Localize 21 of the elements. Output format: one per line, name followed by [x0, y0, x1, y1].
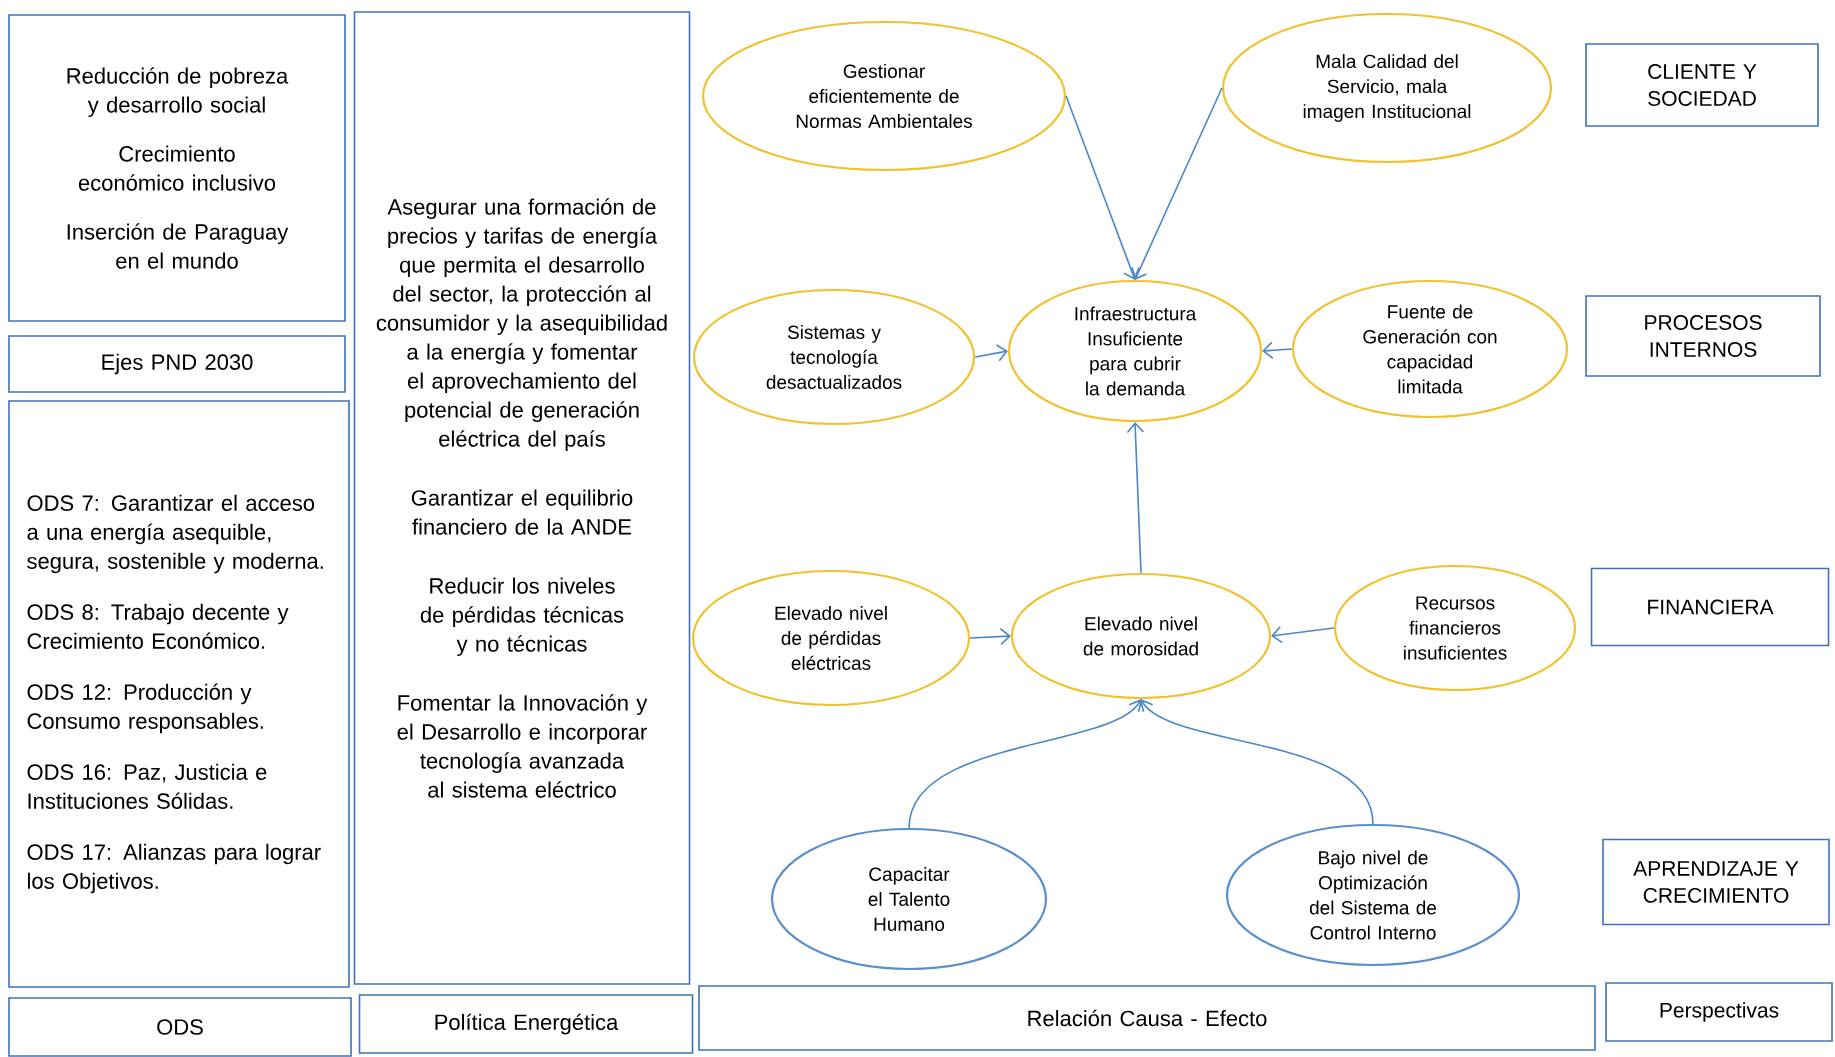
arrow — [1065, 95, 1140, 280]
perspective-box: FINANCIERA — [1590, 567, 1830, 647]
text-box: Reducción de pobreza y desarrollo social Crecimiento económico inclusivo Inserción de Paraguay en el mundo — [8, 14, 346, 322]
arrow — [1137, 699, 1374, 825]
perspective-box: CLIENTE Y SOCIEDAD — [1585, 43, 1819, 127]
label-box: ODS — [8, 997, 352, 1057]
arrow — [1126, 422, 1145, 574]
text-box: ODS 7: Garantizar el acceso a una energía asequible, segura, sostenible y moderna. ODS 8: Trabajo decente y Crecimiento Económico. ODS 12: Producción y Consumo responsables. ODS 16: Paz, Justicia e Instituciones Sólidas. ODS 17: Alianzas para lograr los Objetivos. — [8, 400, 350, 988]
label-box: Perspectivas — [1605, 982, 1833, 1042]
arrow — [969, 627, 1011, 646]
arrow — [974, 344, 1008, 362]
arrow — [1262, 341, 1293, 360]
perspective-box: PROCESOS INTERNOS — [1585, 295, 1821, 377]
label-box: Relación Causa - Efecto — [698, 985, 1596, 1051]
text-box: Asegurar una formación de precios y tarifas de energía que permita el desarrollo del sector, la protección al consumidor y la asequibilidad a la energía y fomentar el aprovechamiento del potencial de generación eléctrica del país Garantizar el equilibrio financiero de la ANDE Reducir los niveles de pérdidas técnicas y no técnicas Fomentar la Innovación y el Desarrollo e incorporar tecnología avanzada al sistema eléctrico — [353, 11, 691, 985]
label-box: Ejes PND 2030 — [8, 335, 346, 393]
arrow — [908, 699, 1145, 829]
perspective-box: APRENDIZAJE Y CRECIMIENTO — [1602, 838, 1830, 926]
label-box: Política Energética — [358, 994, 694, 1054]
arrow — [1271, 626, 1335, 644]
arrow — [1131, 87, 1223, 280]
